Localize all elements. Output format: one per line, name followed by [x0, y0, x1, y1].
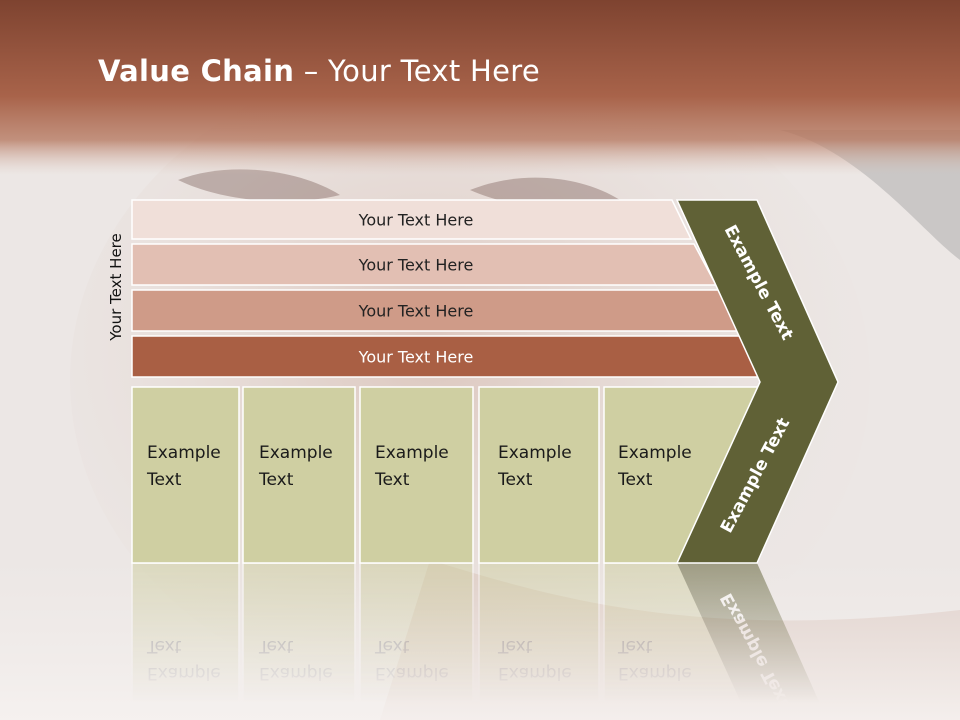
bar-label-3: Your Text Here — [358, 302, 474, 321]
bar-1 — [131, 199, 693, 240]
box-line1-reflection-5: Example — [618, 663, 692, 683]
box-line2-reflection-1: Text — [146, 636, 182, 656]
chevron-arrow — [675, 199, 839, 564]
box-line1-1: Example — [147, 443, 221, 463]
bar-label-1: Your Text Here — [358, 211, 474, 230]
page-title: Value Chain – Your Text Here — [98, 54, 540, 88]
box-reflection-text-3: Example Text — [374, 636, 449, 683]
box-line2-reflection-5: Text — [617, 636, 653, 656]
box-line1-reflection-2: Example — [259, 663, 333, 683]
chevron-reflection — [677, 563, 828, 720]
title-rest: – Your Text Here — [294, 54, 540, 88]
title-bold: Value Chain — [98, 54, 295, 88]
box-line1-2: Example — [259, 443, 333, 463]
reflection-box-1 — [131, 562, 240, 720]
box-4 — [478, 386, 600, 564]
reflection-layer: ExampleTextExampleTextExampleTextExample… — [131, 562, 828, 720]
box-line2-reflection-2: Text — [258, 636, 294, 656]
box-line2-2: Text — [258, 470, 294, 490]
box-reflection-text-5: Example Text — [617, 636, 692, 683]
box-line1-reflection-4: Example — [498, 663, 572, 683]
box-reflection-text-4: Example Text — [497, 636, 572, 683]
box-line1-3: Example — [375, 443, 449, 463]
box-reflection-text-2: Example Text — [258, 636, 333, 683]
box-2 — [242, 386, 356, 564]
box-line1-reflection-3: Example — [375, 663, 449, 683]
box-line2-reflection-4: Text — [497, 636, 533, 656]
box-line1-5: Example — [618, 443, 692, 463]
reflection-box-2 — [242, 562, 356, 720]
reflection-box-3 — [359, 562, 474, 720]
box-line1-4: Example — [498, 443, 572, 463]
bar-label-2: Your Text Here — [358, 256, 474, 275]
box-reflection-text-1: Example Text — [146, 636, 221, 683]
bar-label-4: Your Text Here — [358, 348, 474, 367]
portrait-eye-left — [178, 169, 340, 202]
box-line2-3: Text — [374, 470, 410, 490]
header-band — [0, 0, 960, 175]
reflection-box-4 — [478, 562, 600, 720]
box-line2-reflection-3: Text — [374, 636, 410, 656]
box-3 — [359, 386, 474, 564]
box-line2-5: Text — [617, 470, 653, 490]
box-line1-reflection-1: Example — [147, 663, 221, 683]
box-line2-1: Text — [146, 470, 182, 490]
box-line2-4: Text — [497, 470, 533, 490]
box-1 — [131, 386, 240, 564]
